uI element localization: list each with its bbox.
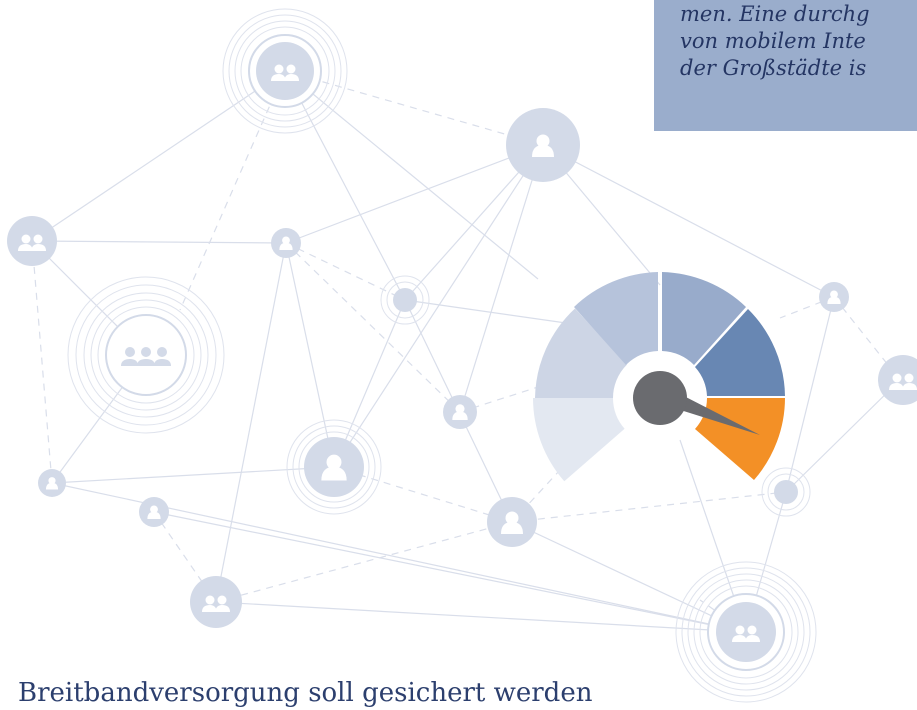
node-top-right: [506, 108, 580, 182]
gauge-segment-light-top: [574, 272, 658, 365]
group-icon: [121, 347, 171, 366]
node-group-large: [105, 314, 187, 396]
node-large-bottom-right: [707, 593, 785, 671]
callout-line-2: von mobilem Inte: [680, 29, 866, 53]
gauge-hub: [633, 371, 687, 425]
node-small-center: [271, 228, 301, 258]
node-far-left: [38, 469, 66, 497]
quote-callout: men. Eine durchg von mobilem Inte der Gr…: [654, 0, 917, 131]
node-bottom-center: [487, 497, 537, 547]
section-heading: Breitbandversorgung soll gesichert werde…: [18, 678, 593, 708]
gauge-needle: [674, 393, 760, 435]
gauge-segment-light-left: [535, 308, 627, 398]
node-dot-right: [774, 480, 798, 504]
node-center-lower: [304, 437, 364, 497]
node-dot: [393, 288, 417, 312]
speed-gauge-icon: [533, 272, 785, 482]
node-lower-left: [139, 497, 169, 527]
callout-line-1: men. Eine durchg: [680, 2, 870, 26]
node-left: [7, 216, 57, 266]
node-bottom-left: [190, 576, 242, 628]
node-right-small: [819, 282, 849, 312]
dashed-edges: [31, 70, 901, 633]
gauge-segment-mid-top: [662, 272, 746, 365]
callout-line-3: der Großstädte is: [680, 56, 867, 80]
gauge-segment-lightest: [533, 398, 625, 482]
gauge-segment-dark: [695, 309, 785, 396]
node-large-top: [248, 34, 322, 108]
node-right-edge: [878, 355, 917, 405]
node-halos: [67, 8, 817, 703]
node-mid: [443, 395, 477, 429]
